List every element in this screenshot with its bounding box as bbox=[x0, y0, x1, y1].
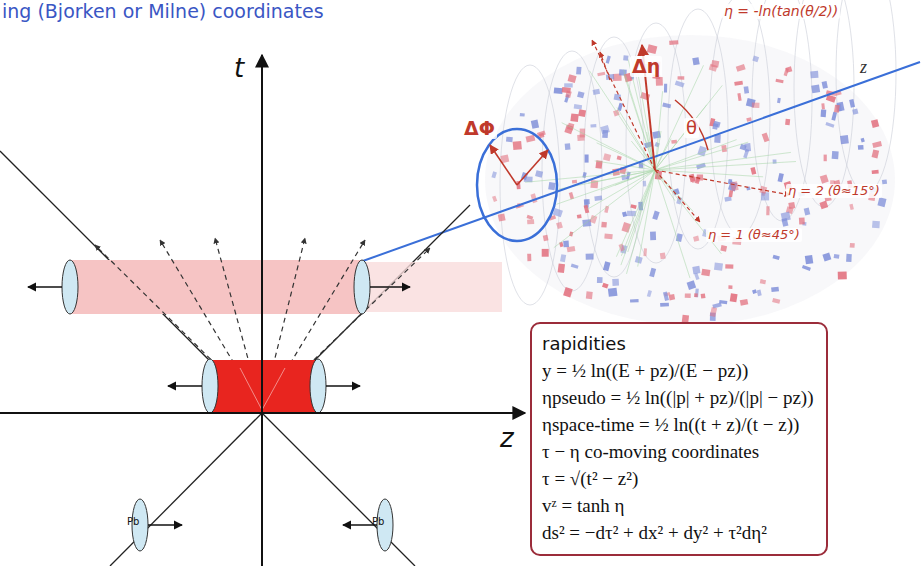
formula-line: τ − η co-moving coordinates bbox=[542, 438, 814, 465]
delta-eta-label: Δη bbox=[630, 56, 662, 77]
axis-label: z bbox=[500, 424, 514, 453]
formula-line: y = ½ ln((E + pz)/(E − pz)) bbox=[542, 357, 814, 384]
formula-line: ηspace-time = ½ ln((t + z)/(t − z)) bbox=[542, 411, 814, 438]
beam-axis bbox=[360, 62, 920, 262]
nucleus-label: Pb bbox=[372, 516, 384, 527]
detector-image bbox=[485, 0, 896, 325]
axis-label: t bbox=[234, 54, 244, 83]
slide-title: ing (Bjorken or Milne) coordinates bbox=[2, 0, 324, 22]
nucleus-label: Pb bbox=[127, 516, 139, 527]
formula-line: τ = √(t² − z²) bbox=[542, 465, 814, 492]
box-heading: rapidities bbox=[542, 330, 814, 357]
formula-box: rapiditiesy = ½ ln((E + pz)/(E − pz))ηps… bbox=[530, 322, 828, 556]
formula-line: ηpseudo = ½ ln((|p| + pz)/(|p| − pz)) bbox=[542, 384, 814, 411]
spacetime-diagram bbox=[0, 55, 525, 566]
formula-line: vᶻ = tanh η bbox=[542, 492, 814, 519]
theta-label: θ bbox=[684, 118, 699, 138]
formula-line: ds² = −dτ² + dx² + dy² + τ²dη² bbox=[542, 519, 814, 546]
eta-formula: η = -ln(tan(θ/2)) bbox=[722, 4, 840, 19]
delta-phi-label: ΔΦ bbox=[462, 118, 497, 139]
eta-mark: η = 2 (θ≈15°) bbox=[786, 184, 882, 198]
axis-label: z bbox=[858, 58, 869, 78]
phi-ring bbox=[477, 129, 557, 241]
eta-mark: η = 1 (θ≈45°) bbox=[706, 228, 802, 242]
